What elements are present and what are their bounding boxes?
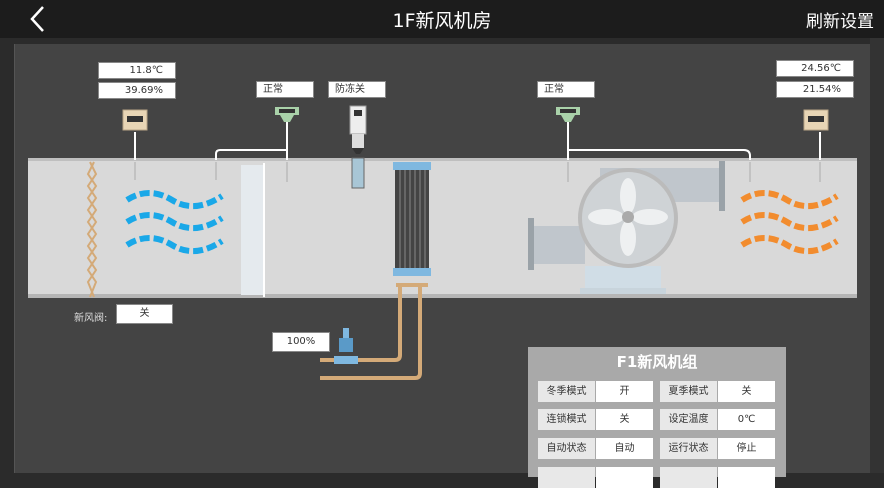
unit-field-value bbox=[596, 467, 653, 488]
heating-coil-icon bbox=[393, 162, 431, 287]
antifreeze-sensor-icon bbox=[349, 105, 367, 189]
unit-field-value bbox=[718, 467, 775, 488]
sensor-lines bbox=[134, 122, 821, 160]
inlet-humidity-value: 39.69% bbox=[98, 82, 176, 99]
water-valve-icon bbox=[334, 328, 358, 364]
unit-field-label bbox=[660, 467, 717, 488]
unit-field-label bbox=[538, 467, 595, 488]
unit-title: F1新风机组 bbox=[616, 353, 698, 371]
outlet-th-sensor-icon bbox=[803, 109, 829, 131]
unit-field-value: 关 bbox=[718, 381, 775, 402]
chevron-left-icon bbox=[30, 6, 44, 32]
airflow-wave bbox=[740, 235, 839, 254]
inlet-th-sensor-icon bbox=[122, 109, 148, 131]
top-bar: 1F新风机房 刷新设置 bbox=[0, 0, 884, 38]
airflow-wave bbox=[740, 190, 839, 209]
unit-field-value: 开 bbox=[596, 381, 653, 402]
warm-airflow-icon bbox=[740, 190, 839, 254]
unit-field-value: 0℃ bbox=[718, 409, 775, 430]
inlet-temperature-value: 11.8℃ bbox=[98, 62, 176, 79]
page-title: 1F新风机房 bbox=[392, 10, 492, 32]
airflow-wave bbox=[125, 212, 224, 231]
airflow-wave bbox=[740, 212, 839, 231]
back-button[interactable] bbox=[24, 4, 54, 34]
filter1-status-value: 正常 bbox=[256, 81, 314, 98]
supply-fan-icon bbox=[528, 161, 725, 294]
unit-field-label: 自动状态 bbox=[538, 438, 595, 459]
refresh-settings-button[interactable]: 刷新设置 bbox=[806, 12, 874, 32]
unit-field-value: 关 bbox=[596, 409, 653, 430]
water-pipes bbox=[320, 287, 422, 380]
unit-field-value: 自动 bbox=[596, 438, 653, 459]
filter2-pressure-sensor-icon bbox=[556, 107, 580, 122]
water-valve-opening-value: 100% bbox=[272, 332, 330, 352]
fresh-air-damper-icon bbox=[86, 161, 98, 298]
filter2-status-value: 正常 bbox=[537, 81, 595, 98]
outlet-temperature-value: 24.56℃ bbox=[776, 60, 854, 77]
panel-edge bbox=[870, 38, 884, 473]
airflow-wave bbox=[125, 190, 224, 209]
unit-field-label: 连锁模式 bbox=[538, 409, 595, 430]
unit-field-label: 设定温度 bbox=[660, 409, 717, 430]
antifreeze-status-value: 防冻关 bbox=[328, 81, 386, 98]
fresh-air-valve-value: 关 bbox=[116, 304, 173, 324]
equipment-diagram bbox=[86, 105, 839, 380]
airflow-wave bbox=[125, 235, 224, 254]
filter-panel-icon bbox=[241, 163, 265, 297]
outlet-humidity-value: 21.54% bbox=[776, 81, 854, 98]
fresh-air-valve-label: 新风阀: bbox=[74, 313, 108, 324]
filter1-pressure-sensor-icon bbox=[275, 107, 299, 122]
unit-field-label: 夏季模式 bbox=[660, 381, 717, 402]
unit-field-value: 停止 bbox=[718, 438, 775, 459]
unit-field-label: 冬季模式 bbox=[538, 381, 595, 402]
cold-airflow-icon bbox=[125, 190, 224, 254]
unit-field-label: 运行状态 bbox=[660, 438, 717, 459]
